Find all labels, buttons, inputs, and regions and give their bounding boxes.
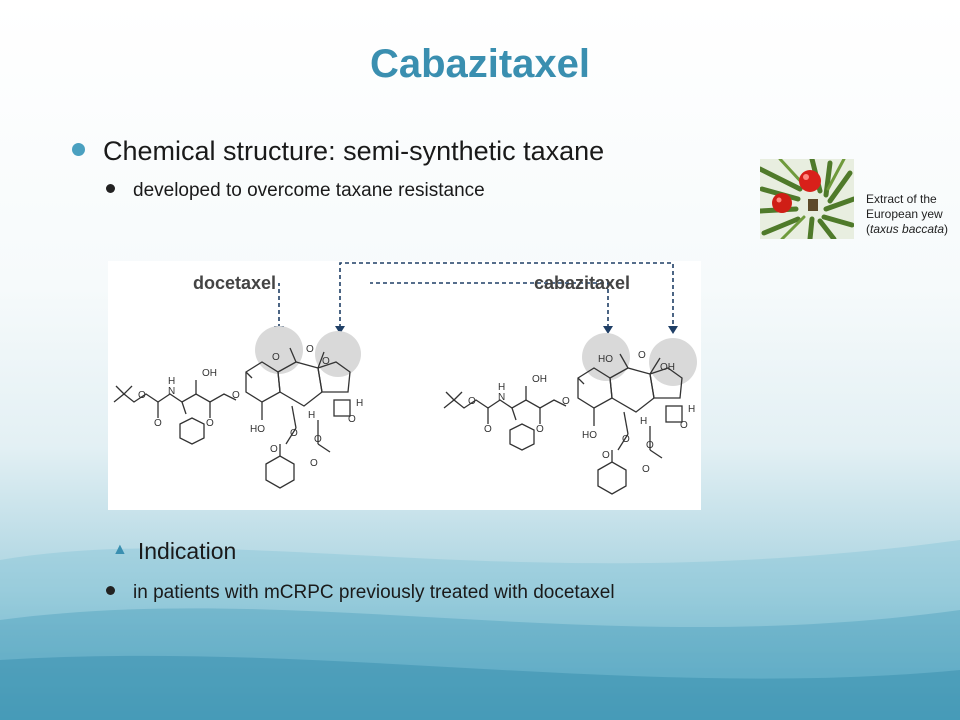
svg-text:O: O [680,420,688,431]
docetaxel-label: docetaxel [193,273,277,293]
svg-text:O: O [622,434,630,445]
svg-text:N: N [498,392,505,403]
svg-text:O: O [642,464,650,475]
svg-text:O: O [646,440,654,451]
svg-text:H: H [308,410,315,421]
svg-text:O: O [138,390,146,401]
svg-text:O: O [314,434,322,445]
caption-species: taxus baccata [870,222,945,236]
caption-line-3: (taxus baccata) [866,222,948,237]
bullet-dot-icon [106,586,115,596]
svg-text:O: O [272,352,280,363]
svg-text:O: O [232,390,240,401]
caption-open-paren: ( [866,222,870,236]
svg-text:N: N [168,386,175,397]
svg-text:O: O [638,350,646,361]
cabazitaxel-label: cabazitaxel [534,273,631,293]
svg-text:H: H [498,382,505,393]
triangle-bullet-icon: ▲ [112,540,128,558]
cabazitaxel-molecule [443,353,683,495]
svg-text:OH: OH [660,362,675,373]
caption-line-2: European yew [866,207,943,221]
bullet-indication-detail: in patients with mCRPC previously treate… [106,582,615,604]
bullet-structure-detail: developed to overcome taxane resistance [106,180,485,202]
svg-text:O: O [206,418,214,429]
svg-text:HO: HO [582,430,597,441]
chemical-structure-figure [108,261,701,510]
yew-caption: Extract of the European yew (taxus bacca… [866,192,948,237]
svg-text:O: O [468,396,476,407]
svg-text:O: O [562,396,570,407]
yew-berry-image [760,159,854,239]
caption-close-paren: ) [944,222,949,236]
svg-text:O: O [536,424,544,435]
bullet-indication-text: Indication [137,538,237,564]
svg-text:H: H [688,404,695,415]
bullet-dot-icon [72,143,85,157]
svg-text:O: O [484,424,492,435]
svg-text:O: O [310,458,318,469]
bullet-structure-text: Chemical structure: semi-synthetic taxan… [103,136,605,166]
svg-text:O: O [602,450,610,461]
svg-text:O: O [290,428,298,439]
bullet-dot-icon [106,184,115,194]
svg-text:HO: HO [598,354,613,365]
svg-text:H: H [168,376,175,387]
svg-text:OH: OH [202,368,217,379]
svg-text:O: O [322,356,330,367]
caption-line-1: Extract of the [866,192,937,206]
svg-text:OH: OH [532,374,547,385]
svg-text:O: O [306,344,314,355]
svg-text:H: H [640,416,647,427]
svg-text:H: H [356,398,363,409]
bullet-structure-detail-text: developed to overcome taxane resistance [133,180,485,201]
bullet-structure: Chemical structure: semi-synthetic taxan… [72,136,604,167]
svg-text:HO: HO [250,424,265,435]
svg-text:O: O [154,418,162,429]
docetaxel-molecule [113,347,351,489]
svg-text:O: O [270,444,278,455]
slide-title: Cabazitaxel [369,42,591,86]
svg-text:O: O [348,414,356,425]
bullet-indication: ▲ Indication [112,538,236,565]
bullet-indication-detail-text: in patients with mCRPC previously treate… [133,582,615,603]
